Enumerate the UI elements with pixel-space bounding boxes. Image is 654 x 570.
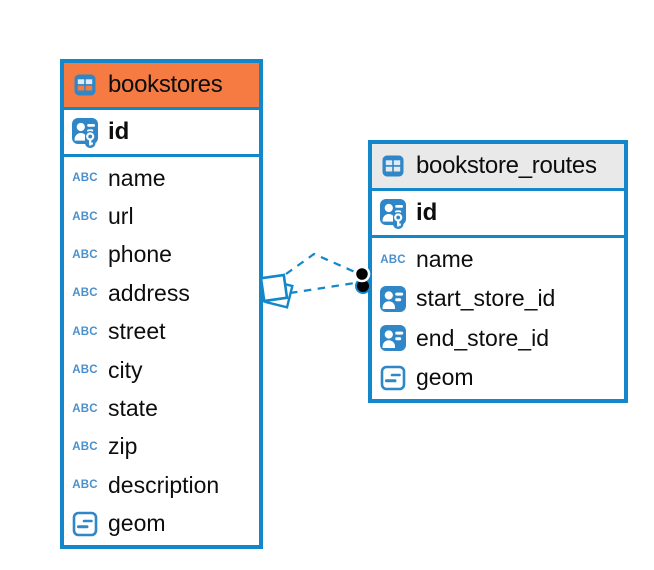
table-icon	[379, 152, 407, 180]
primary-key-icon	[379, 197, 407, 229]
text-type-icon: ABC	[380, 253, 406, 266]
column-name: description	[108, 471, 220, 498]
column-name: address	[108, 279, 190, 306]
text-type-icon: ABC	[72, 172, 98, 185]
column-name: start_store_id	[416, 285, 556, 312]
text-type-icon: ABC	[72, 440, 98, 453]
relationship-line-upper[interactable]	[285, 252, 356, 275]
column-name: city	[108, 356, 143, 383]
primary-key-icon	[71, 116, 99, 148]
reference-type-icon	[379, 285, 407, 313]
column-name: url	[108, 203, 134, 230]
column-row[interactable]: ABC name	[64, 159, 259, 197]
text-type-icon: ABC	[72, 287, 98, 300]
text-type-icon: ABC	[72, 479, 98, 492]
table-bookstores[interactable]: bookstores id ABC na	[60, 59, 263, 549]
column-row[interactable]: ABC city	[64, 351, 259, 389]
table-body: ABC name start_store_id	[372, 238, 624, 399]
text-type-icon: ABC	[72, 402, 98, 415]
table-bookstore-routes[interactable]: bookstore_routes id ABC	[368, 140, 628, 404]
table-body: ABC name ABC url ABC phone ABC address A…	[64, 157, 259, 545]
column-row[interactable]: ABC url	[64, 197, 259, 235]
column-row[interactable]: ABC state	[64, 389, 259, 427]
table-icon	[71, 71, 99, 99]
column-row[interactable]: start_store_id	[372, 279, 624, 318]
text-type-icon: ABC	[72, 325, 98, 338]
column-row-pk[interactable]: id	[372, 191, 624, 238]
column-name: state	[108, 395, 158, 422]
table-title: bookstores	[108, 71, 223, 98]
reference-type-icon	[379, 324, 407, 352]
column-row-pk[interactable]: id	[64, 110, 259, 157]
column-name: geom	[108, 510, 166, 537]
column-row[interactable]: ABC name	[372, 240, 624, 279]
column-row[interactable]: ABC address	[64, 274, 259, 312]
column-name: name	[416, 246, 474, 273]
relationship-many-marker-icon	[259, 273, 294, 309]
text-type-icon: ABC	[72, 210, 98, 223]
column-name: end_store_id	[416, 324, 549, 351]
relationship-line[interactable]	[285, 252, 356, 295]
column-row[interactable]: end_store_id	[372, 319, 624, 358]
column-name: phone	[108, 241, 172, 268]
text-type-icon: ABC	[72, 248, 98, 261]
text-type-icon: ABC	[72, 364, 98, 377]
column-name: name	[108, 164, 166, 191]
relationship-line-lower[interactable]	[289, 281, 356, 295]
column-row[interactable]: ABC zip	[64, 428, 259, 466]
column-name: id	[108, 118, 130, 145]
column-row[interactable]: geom	[372, 358, 624, 397]
geometry-type-icon	[379, 364, 407, 392]
table-bookstore-routes-header[interactable]: bookstore_routes	[372, 144, 624, 191]
column-row[interactable]: geom	[64, 505, 259, 543]
column-row[interactable]: ABC street	[64, 313, 259, 351]
column-row[interactable]: ABC phone	[64, 236, 259, 274]
column-name: zip	[108, 433, 138, 460]
column-name: street	[108, 318, 166, 345]
geometry-type-icon	[71, 510, 99, 538]
column-name: geom	[416, 364, 474, 391]
column-name: id	[416, 199, 438, 226]
column-row[interactable]: ABC description	[64, 466, 259, 504]
table-title: bookstore_routes	[416, 152, 597, 179]
table-bookstores-header[interactable]: bookstores	[64, 63, 259, 110]
